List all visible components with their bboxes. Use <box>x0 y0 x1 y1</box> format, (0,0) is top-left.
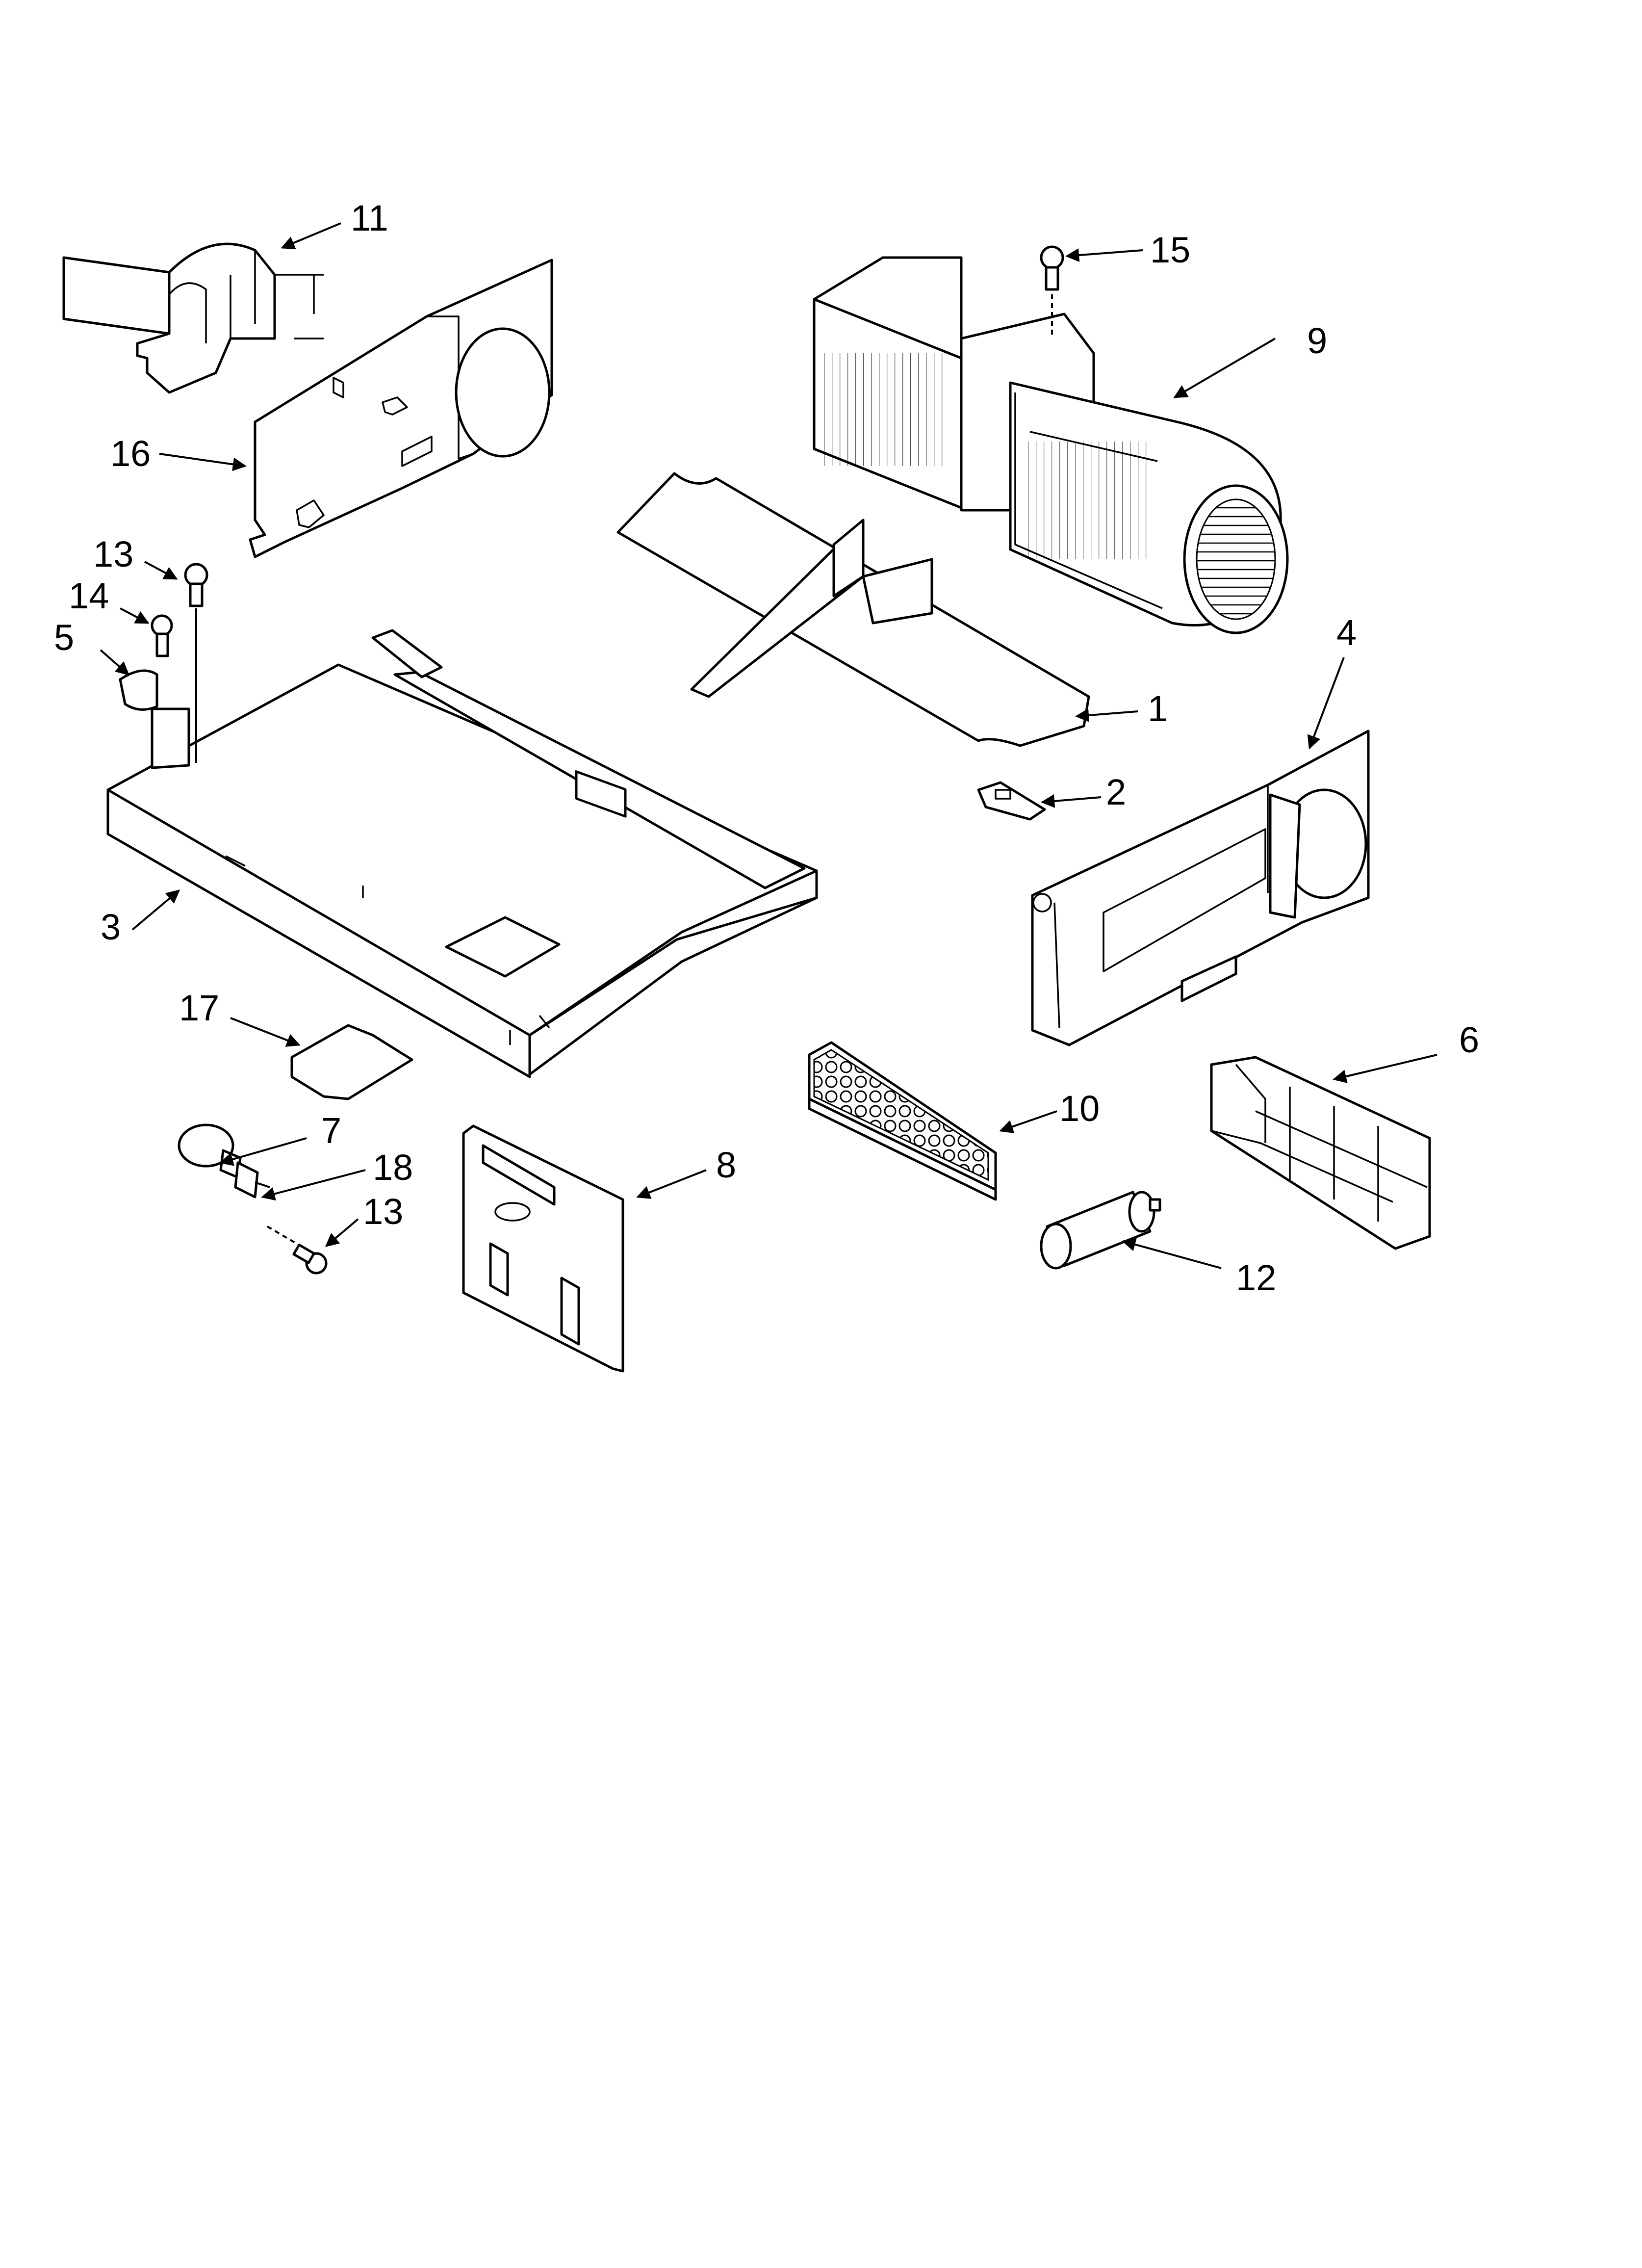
callout-9: 9 <box>1307 320 1327 361</box>
part-6-filter-frame <box>1210 1056 1431 1250</box>
part-2-clip <box>977 781 1046 821</box>
leader-lines <box>100 222 1437 1269</box>
part-18-socket <box>234 1161 270 1199</box>
callout-2: 2 <box>1106 772 1126 812</box>
callout-14: 14 <box>69 575 109 616</box>
callout-1: 1 <box>1148 688 1168 729</box>
part-12-capacitor <box>1040 1191 1161 1270</box>
part-14-screw <box>151 614 173 657</box>
callout-12: 12 <box>1236 1257 1276 1298</box>
part-11-air-duct <box>62 242 324 394</box>
callout-3: 3 <box>101 907 121 947</box>
part-7-bulb <box>178 1123 242 1179</box>
part-13-screw-lower <box>266 1225 328 1275</box>
callout-10: 10 <box>1059 1088 1100 1129</box>
callout-13-upper: 13 <box>93 534 133 574</box>
callout-4: 4 <box>1336 612 1357 653</box>
part-16-bracket <box>249 259 553 558</box>
part-9-blower-assembly <box>813 256 1289 634</box>
callout-7: 7 <box>321 1110 341 1151</box>
callout-11: 11 <box>351 198 388 238</box>
callout-18: 18 <box>373 1147 413 1188</box>
part-4-front-frame <box>1031 730 1370 1046</box>
part-10-grille <box>808 1041 997 1201</box>
part-3-chassis <box>106 629 818 1078</box>
part-13-screw-upper <box>184 563 208 763</box>
part-1-baffle-plate <box>616 472 1090 747</box>
callout-5: 5 <box>54 617 74 658</box>
part-15-screw <box>1040 245 1064 339</box>
callout-labels: 11 15 9 16 13 14 5 1 2 4 3 17 7 18 13 8 … <box>54 198 1479 1298</box>
part-5-clip <box>119 669 158 711</box>
callout-8: 8 <box>716 1145 736 1185</box>
callout-6: 6 <box>1459 1019 1479 1060</box>
callout-15: 15 <box>1150 230 1190 270</box>
part-17-plate <box>290 1024 413 1100</box>
callout-13-lower: 13 <box>363 1191 403 1232</box>
callout-16: 16 <box>110 433 151 474</box>
callout-17: 17 <box>179 988 219 1028</box>
part-8-panel <box>462 1124 624 1373</box>
